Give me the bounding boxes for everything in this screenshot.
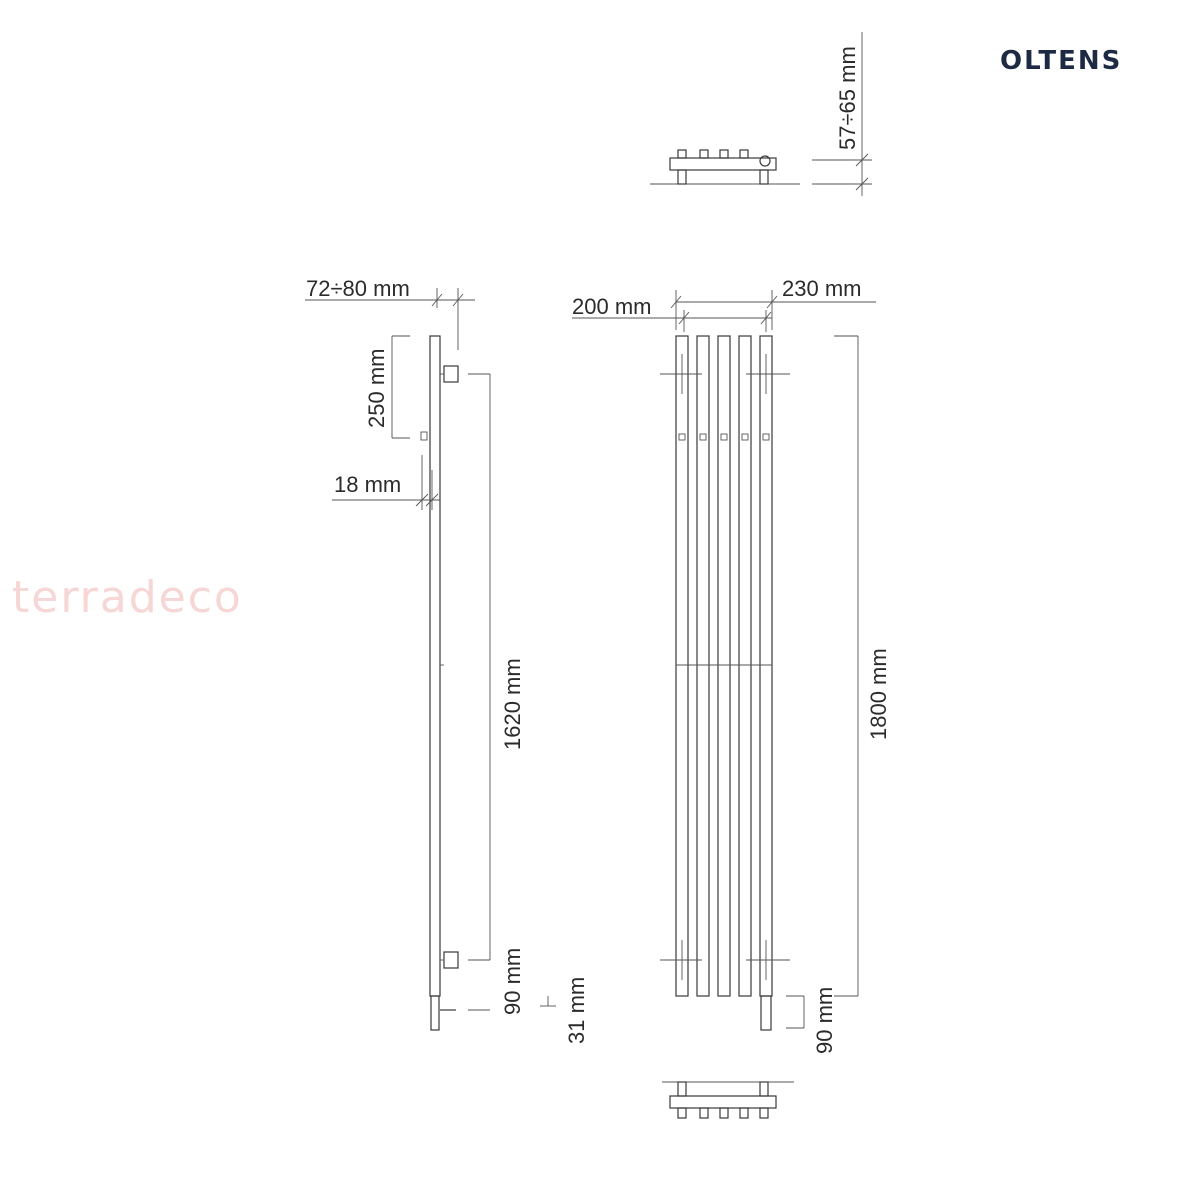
top-view: 57÷65 mm bbox=[650, 32, 872, 196]
side-view: 72÷80 mm 250 mm 18 mm 1620 mm 90 m bbox=[305, 276, 589, 1044]
dim-bottom-offset-front: 90 mm bbox=[812, 987, 837, 1054]
dim-top-depth: 57÷65 mm bbox=[835, 46, 860, 150]
dim-bottom-offset-side: 90 mm bbox=[500, 948, 525, 1015]
dim-inner-width: 200 mm bbox=[572, 294, 651, 319]
dim-outer-width: 230 mm bbox=[782, 276, 861, 301]
dim-pipe-diameter: 18 mm bbox=[334, 472, 401, 497]
brand-logo: OLTENS bbox=[1000, 46, 1123, 76]
dim-total-height: 1800 mm bbox=[866, 648, 891, 740]
dim-axis-spacing: 1620 mm bbox=[500, 658, 525, 750]
dim-wall-gap: 72÷80 mm bbox=[306, 276, 410, 301]
front-view: 200 mm 230 mm 1800 mm bbox=[572, 276, 891, 1054]
dim-valve-spacing: 250 mm bbox=[364, 349, 389, 428]
watermark: terradeco bbox=[12, 572, 243, 623]
bottom-view bbox=[662, 1081, 794, 1119]
dim-connector-height: 31 mm bbox=[564, 977, 589, 1044]
